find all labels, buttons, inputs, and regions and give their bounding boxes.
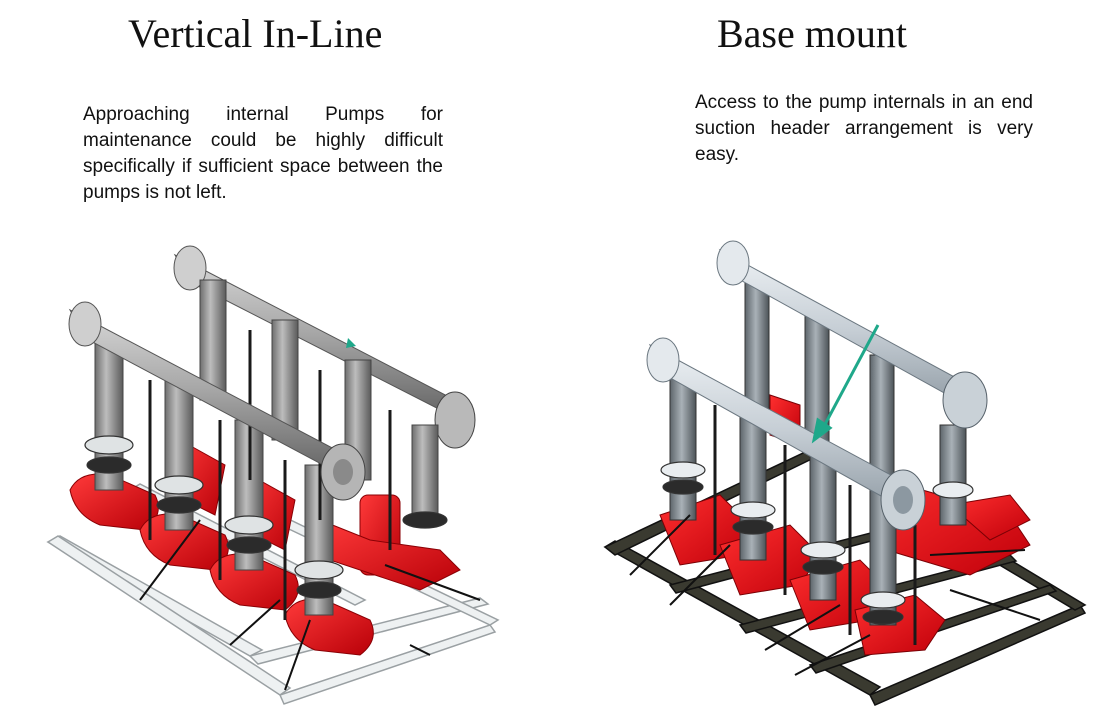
front-header-pipe bbox=[68, 301, 366, 501]
teal-arrow-marker bbox=[346, 338, 356, 348]
support-rods bbox=[713, 405, 917, 645]
right-title: Base mount bbox=[717, 11, 907, 56]
teal-arrow bbox=[811, 324, 880, 444]
left-description: Approaching internal Pumps for maintenan… bbox=[83, 104, 443, 203]
couplings bbox=[660, 461, 974, 625]
leader-lines bbox=[139, 519, 481, 691]
front-header-pipe bbox=[646, 337, 926, 531]
vertical-inline-skid-illustration bbox=[46, 245, 500, 705]
left-title: Vertical In-Line bbox=[128, 11, 383, 56]
leader-lines bbox=[629, 514, 1041, 676]
back-header-pipe bbox=[716, 240, 988, 429]
base-mount-skid-illustration bbox=[603, 240, 1087, 706]
couplings bbox=[84, 435, 448, 599]
back-header-pipe bbox=[173, 245, 476, 449]
right-description: Access to the pump internals in an end s… bbox=[695, 92, 1033, 165]
